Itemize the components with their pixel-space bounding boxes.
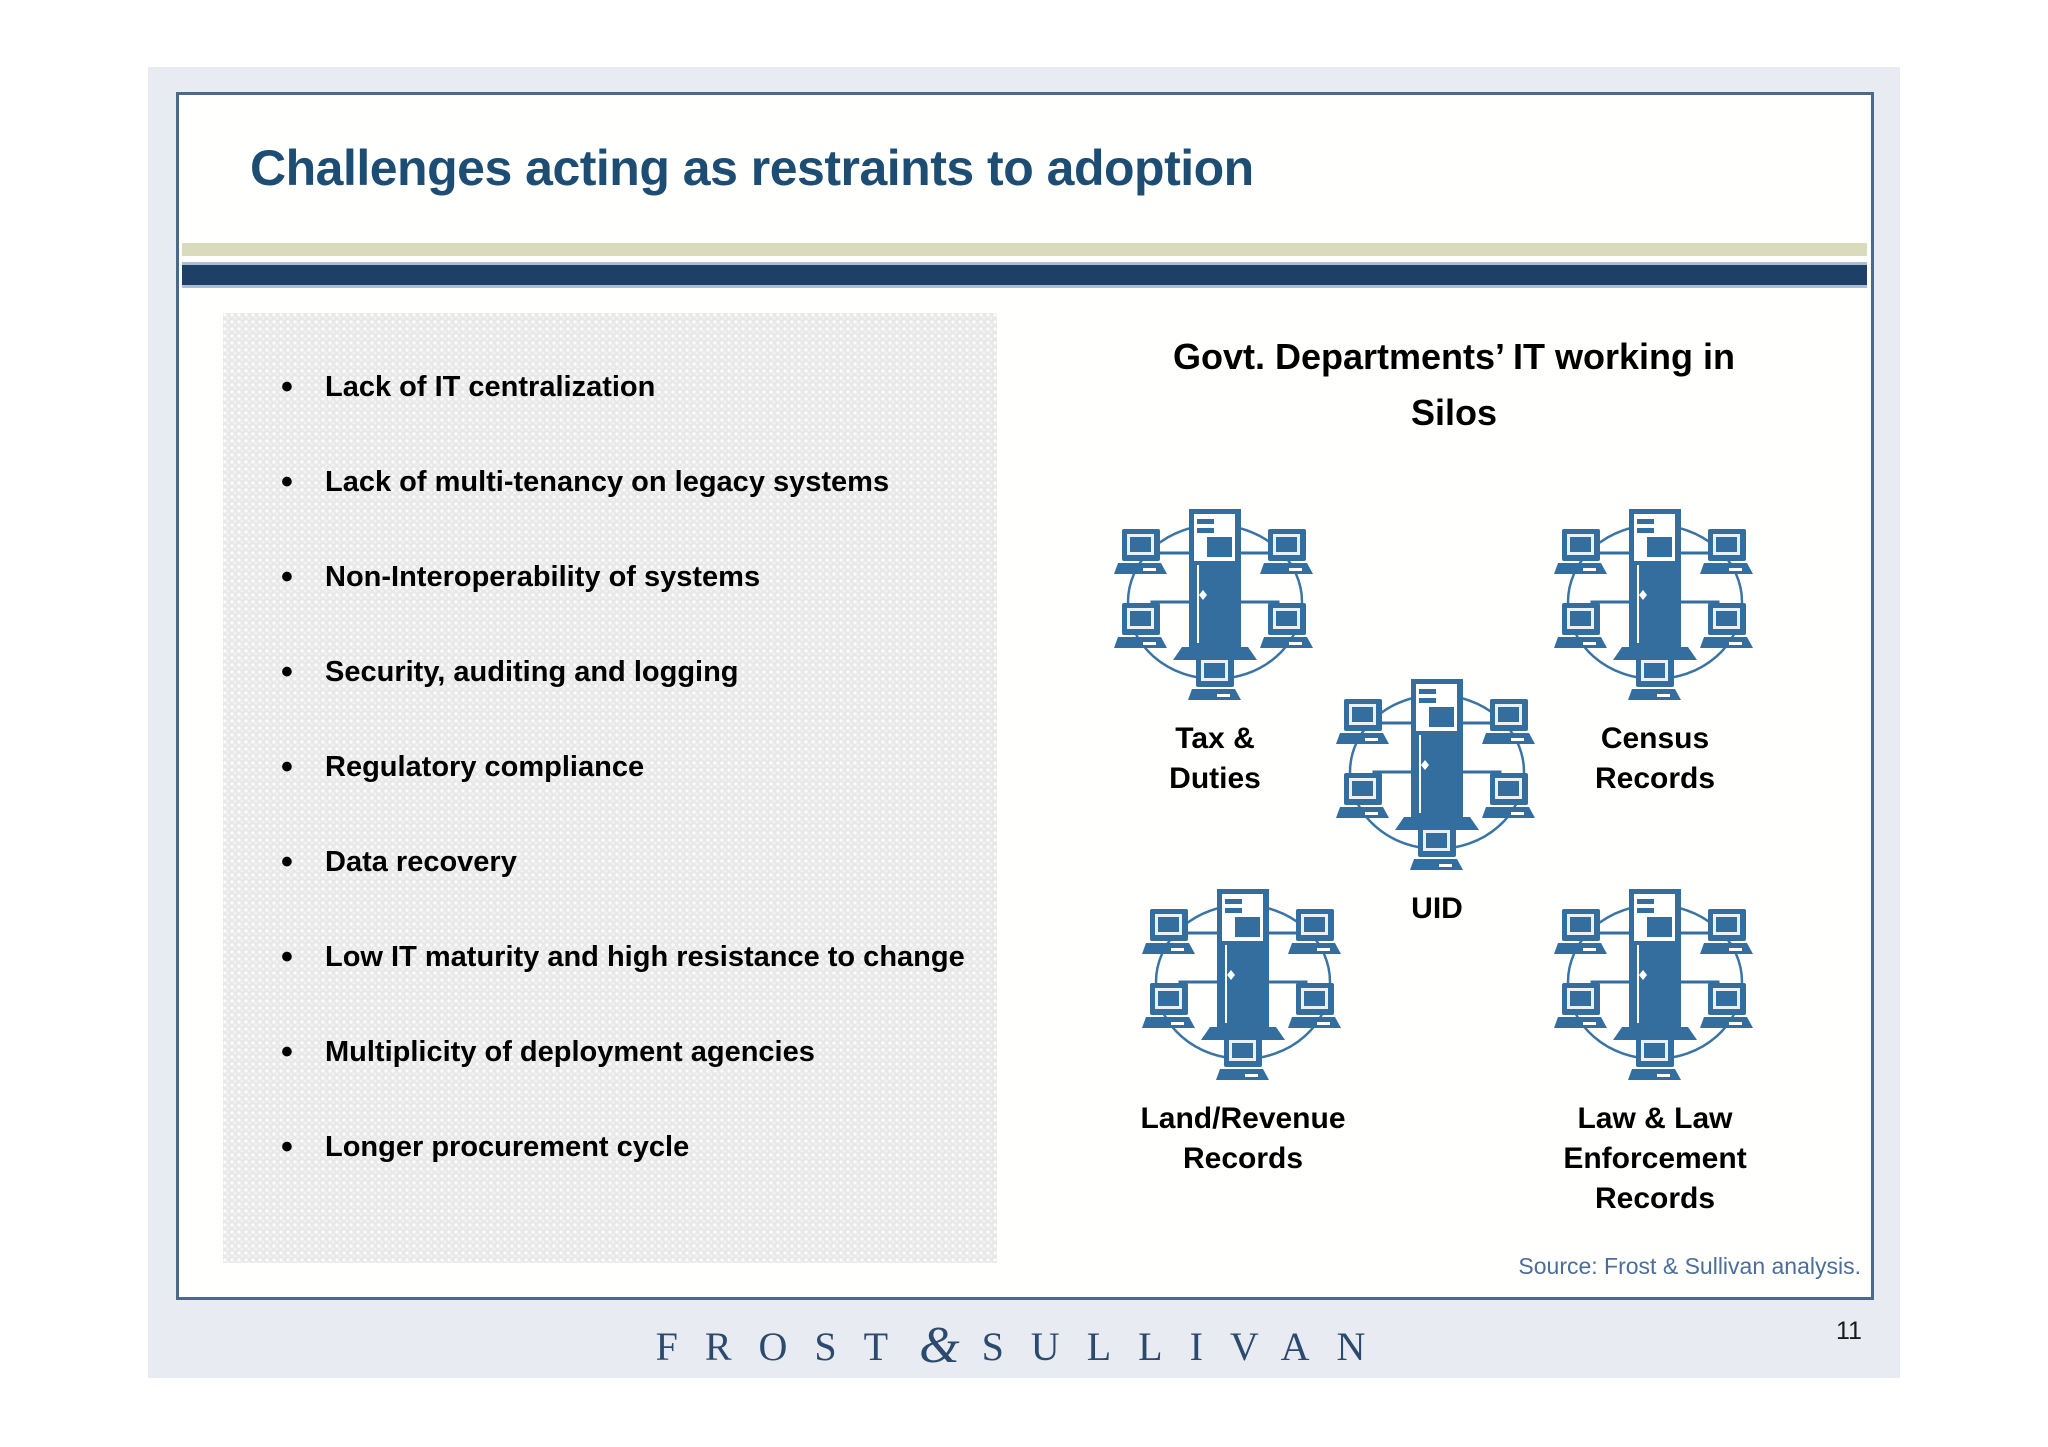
- cluster-uid: UID: [1317, 673, 1557, 929]
- bullet-text: Data recovery: [325, 846, 517, 878]
- bullet-item: Security, auditing and logging: [223, 632, 981, 712]
- cluster-census-records: Census Records: [1535, 503, 1775, 799]
- network-cluster-icon: [1550, 503, 1760, 703]
- cluster-label: UID: [1317, 889, 1557, 929]
- diagram-heading-line1: Govt. Departments’ IT working in: [1172, 336, 1736, 377]
- bullet-item: Low IT maturity and high resistance to c…: [223, 917, 981, 997]
- network-cluster-icon: [1332, 673, 1542, 873]
- bullet-text: Lack of multi-tenancy on legacy systems: [325, 466, 890, 498]
- logo-ampersand: &: [919, 1317, 960, 1374]
- bullet-item: Regulatory compliance: [223, 727, 981, 807]
- bullet-text: Lack of IT centralization: [325, 371, 656, 403]
- bullet-item: Non-Interoperability of systems: [223, 537, 981, 617]
- cluster-label-line: Law & Law: [1577, 1102, 1733, 1135]
- footer-strip: FROST&SULLIVAN: [148, 1309, 1900, 1378]
- network-cluster-icon: [1550, 883, 1760, 1083]
- cluster-label: Law & Law Enforcement Records: [1535, 1099, 1775, 1219]
- cluster-label-line: Duties: [1169, 762, 1261, 795]
- cluster-label: Land/Revenue Records: [1123, 1099, 1363, 1179]
- bullet-list: Lack of IT centralization Lack of multi-…: [223, 313, 997, 1187]
- cluster-label-line: UID: [1411, 892, 1463, 925]
- bullet-item: Lack of multi-tenancy on legacy systems: [223, 442, 981, 522]
- network-cluster-icon: [1138, 883, 1348, 1083]
- bullet-panel: Lack of IT centralization Lack of multi-…: [223, 313, 997, 1263]
- source-note: Source: Frost & Sullivan analysis.: [1518, 1253, 1861, 1279]
- page-number: 11: [1836, 1317, 1862, 1345]
- diagram-heading-line2: Silos: [1410, 392, 1498, 433]
- bullet-text: Non-Interoperability of systems: [325, 561, 761, 593]
- cluster-label-line: Land/Revenue: [1140, 1102, 1346, 1135]
- logo-word-sullivan: SULLIVAN: [981, 1324, 1393, 1369]
- bullet-item: Lack of IT centralization: [223, 347, 981, 427]
- bullet-item: Data recovery: [223, 822, 981, 902]
- cluster-label-line: Records: [1594, 1182, 1716, 1215]
- slide-title: Challenges acting as restraints to adopt…: [250, 140, 1254, 196]
- bullet-text: Low IT maturity and high resistance to c…: [325, 941, 965, 973]
- accent-band-navy: [182, 262, 1867, 288]
- frost-sullivan-logo: FROST&SULLIVAN: [656, 1309, 1393, 1381]
- cluster-label-line: Enforcement: [1563, 1142, 1747, 1175]
- cluster-label: Census Records: [1535, 719, 1775, 799]
- logo-word-frost: FROST: [655, 1324, 916, 1369]
- cluster-label: Tax & Duties: [1095, 719, 1335, 799]
- cluster-label-line: Tax &: [1175, 722, 1255, 755]
- cluster-label-line: Census: [1600, 722, 1710, 755]
- bullet-text: Regulatory compliance: [325, 751, 645, 783]
- slide-mat: Challenges acting as restraints to adopt…: [148, 67, 1900, 1378]
- bullet-item: Longer procurement cycle: [223, 1107, 981, 1187]
- cluster-label-line: Records: [1182, 1142, 1304, 1175]
- cluster-tax-duties: Tax & Duties: [1095, 503, 1335, 799]
- cluster-label-line: Records: [1594, 762, 1716, 795]
- bullet-text: Longer procurement cycle: [325, 1131, 690, 1163]
- network-cluster-icon: [1110, 503, 1320, 703]
- accent-band-olive: [182, 243, 1867, 256]
- bullet-text: Multiplicity of deployment agencies: [325, 1036, 815, 1068]
- diagram-heading: Govt. Departments’ IT working in Silos: [1124, 329, 1784, 441]
- cluster-law-enforcement-records: Law & Law Enforcement Records: [1535, 883, 1775, 1219]
- bullet-item: Multiplicity of deployment agencies: [223, 1012, 981, 1092]
- cluster-land-revenue-records: Land/Revenue Records: [1123, 883, 1363, 1179]
- bullet-text: Security, auditing and logging: [325, 656, 739, 688]
- slide: Challenges acting as restraints to adopt…: [176, 92, 1874, 1300]
